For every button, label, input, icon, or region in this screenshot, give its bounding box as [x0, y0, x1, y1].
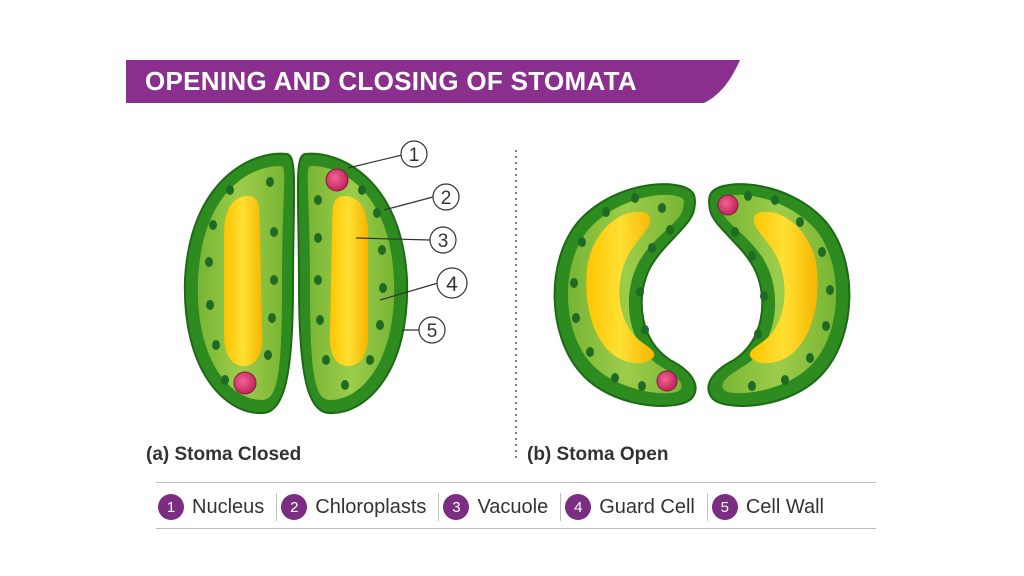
- open-left-chloroplasts: [570, 193, 674, 391]
- page-title: OPENING AND CLOSING OF STOMATA: [145, 66, 637, 96]
- legend-label: Nucleus: [192, 495, 265, 518]
- legend-label: Guard Cell: [599, 495, 695, 518]
- closed-left-nucleus: [233, 371, 257, 395]
- closed-left-guard-cell: [183, 152, 296, 415]
- svg-text:4: 4: [446, 273, 458, 296]
- callout-1: 1: [400, 140, 428, 168]
- caption-stoma-open: (b) Stoma Open: [527, 444, 669, 465]
- legend-item-vacuole: 3 Vacuole: [439, 493, 562, 521]
- svg-text:3: 3: [438, 231, 449, 252]
- legend-bottom-rule: [156, 528, 876, 529]
- callout-markers: 1 2 3 4 5: [400, 140, 468, 344]
- open-stoma: [553, 183, 851, 407]
- legend-badge: 4: [565, 494, 592, 520]
- legend: 1 Nucleus 2 Chloroplasts 3 Vacuole 4 Gua…: [156, 488, 876, 526]
- legend-item-guard-cell: 4 Guard Cell: [561, 493, 708, 521]
- legend-item-nucleus: 1 Nucleus: [156, 493, 278, 521]
- legend-item-cell-wall: 5 Cell Wall: [708, 493, 836, 521]
- legend-badge: 1: [158, 494, 184, 520]
- closed-left-chloroplasts: [205, 177, 278, 385]
- svg-text:2: 2: [441, 188, 452, 209]
- open-right-chloroplasts: [731, 191, 834, 391]
- title-banner: OPENING AND CLOSING OF STOMATA: [126, 60, 740, 103]
- open-left-nucleus: [656, 370, 678, 392]
- closed-right-guard-cell: [296, 152, 409, 415]
- legend-badge: 2: [281, 494, 308, 520]
- closed-stoma: 1 2 3 4 5: [183, 140, 468, 415]
- svg-text:5: 5: [427, 321, 438, 342]
- callout-leader-lines: [347, 154, 439, 331]
- open-right-guard-cell: [707, 183, 851, 407]
- callout-2: 2: [432, 183, 460, 211]
- callout-4: 4: [436, 267, 468, 299]
- callout-5: 5: [418, 316, 446, 344]
- legend-label: Vacuole: [477, 495, 549, 518]
- legend-badge: 5: [711, 494, 738, 520]
- legend-item-chloroplasts: 2 Chloroplasts: [277, 493, 440, 521]
- open-left-guard-cell: [553, 183, 697, 407]
- legend-label: Cell Wall: [745, 495, 824, 518]
- caption-stoma-closed: (a) Stoma Closed: [146, 444, 302, 465]
- closed-right-nucleus: [325, 168, 349, 192]
- closed-right-chloroplasts: [314, 185, 387, 390]
- callout-3: 3: [429, 226, 457, 254]
- open-right-nucleus: [717, 194, 739, 216]
- legend-badge: 3: [443, 494, 470, 520]
- banner-shape: [126, 60, 740, 103]
- legend-label: Chloroplasts: [315, 495, 427, 518]
- legend-top-rule: [156, 482, 876, 483]
- svg-text:1: 1: [409, 145, 420, 166]
